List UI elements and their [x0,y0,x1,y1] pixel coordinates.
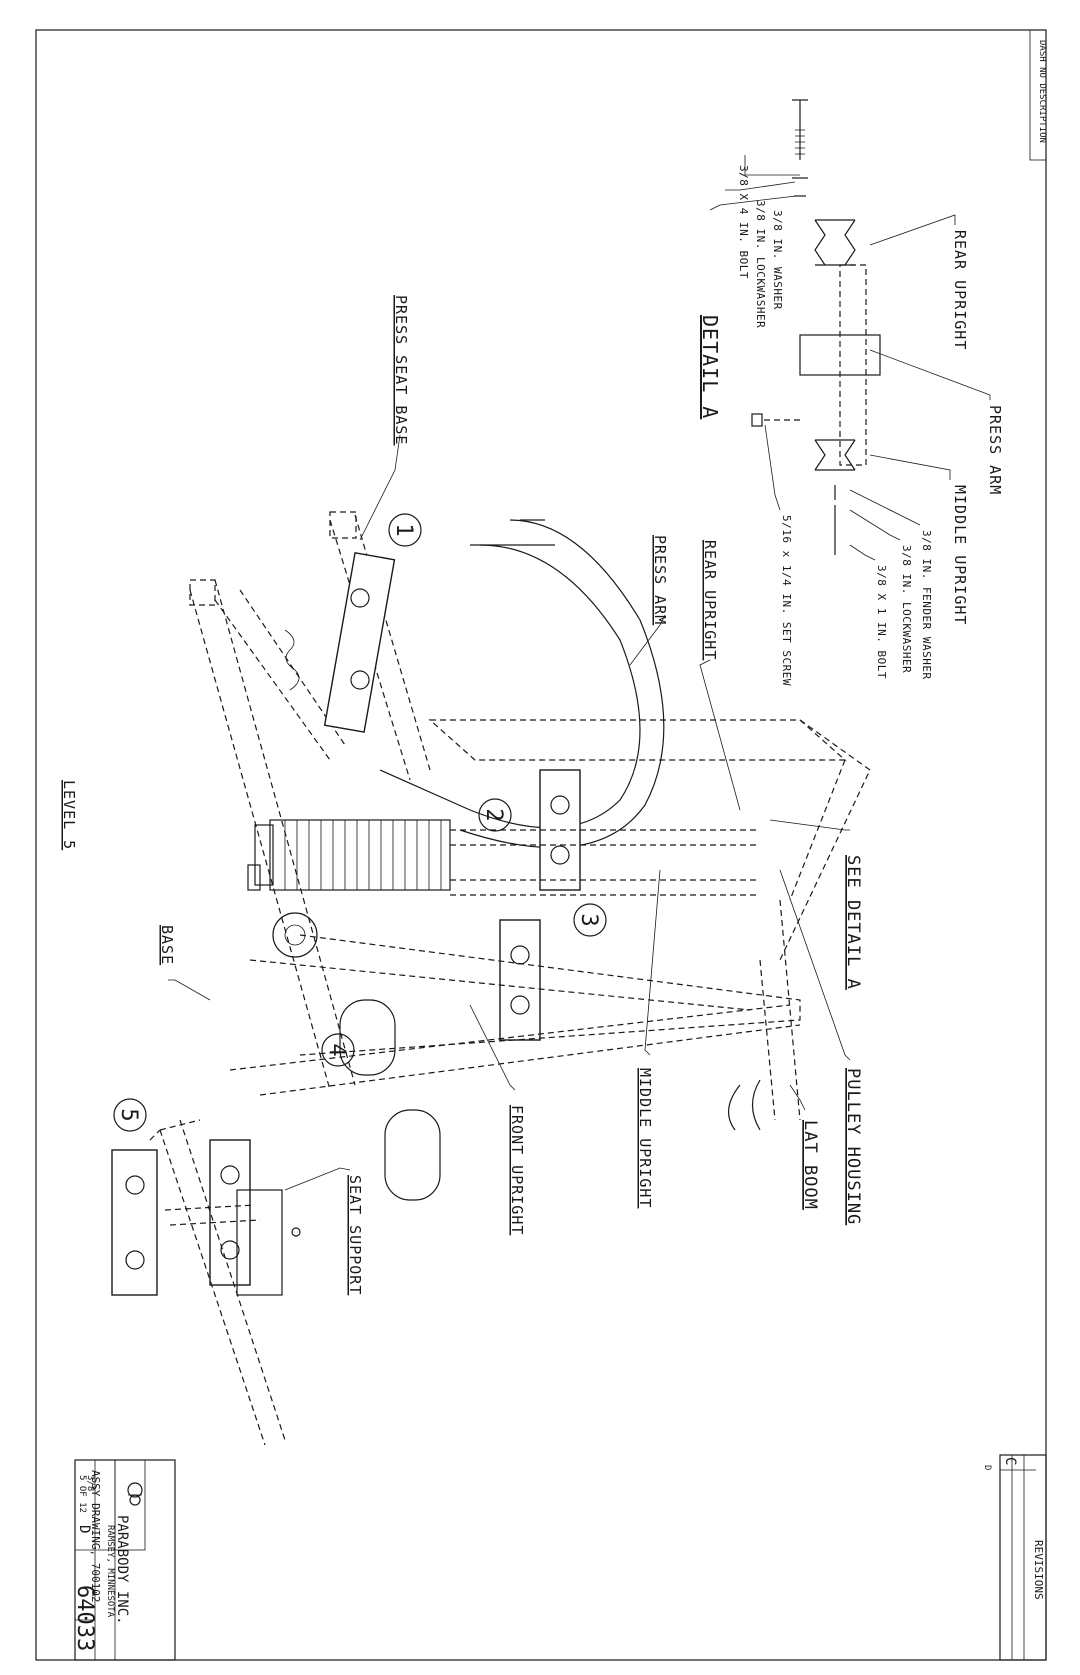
fender-washer-label: 3/8 IN. FENDER WASHER [920,530,933,680]
pad-4 [209,1139,251,1286]
set-screw-label: 5/16 x 1/4 IN. SET SCREW [780,515,793,686]
roller-pad-top [339,999,396,1076]
rear-upright-break [814,219,856,266]
revision-letter: C [1002,1457,1018,1465]
revision-note: D [982,1465,992,1470]
front-upright [299,934,801,1056]
base-lower [159,1119,286,1446]
guide-rods [450,829,760,896]
item-number-3: 3 [576,913,601,926]
item-circle-5 [113,1098,147,1132]
pulley-wheel [272,912,318,958]
weight-stack [247,819,451,891]
seat-support-label: SEAT SUPPORT [346,1175,364,1295]
revisions-block: REVISIONS C D [982,1454,1047,1661]
size-value: D [76,1525,92,1533]
item-circle-2 [478,798,512,832]
sheet-border [35,29,1047,1661]
middle-upright-label: MIDDLE UPRIGHT [636,1068,654,1208]
item-number-5: 5 [116,1108,141,1121]
bolt-4in-label: 3/8 X 4 IN. BOLT [737,165,750,279]
pad-5 [111,1149,158,1296]
detail-a: 3/8 X 4 IN. BOLT 3/8 IN. LOCKWASHER 3/8 … [698,99,1004,686]
washer-label: 3/8 IN. WASHER [771,210,784,310]
drawing-number: 64033 [72,1585,97,1651]
rear-upright-label: REAR UPRIGHT [701,540,719,660]
see-detail-a-label: SEE DETAIL A [843,855,863,990]
sheet-number: 5 OF 12 [77,1475,87,1513]
revisions-header: REVISIONS [1032,1540,1045,1600]
drawing-title: ASSY DRAWING, 700102 [89,1470,102,1602]
pad-3 [499,919,541,1041]
bolt-1in-label: 3/8 X 1 IN. BOLT [875,565,888,679]
main-assembly: 1 2 3 4 5 PRESS SEAT BASE PRESS ARM REAR… [60,295,871,1446]
level-label: LEVEL 5 [60,780,78,850]
front-upright-label: FRONT UPRIGHT [508,1105,526,1235]
item-circle-1 [388,513,422,547]
detail-press-arm-label: PRESS ARM [986,405,1004,495]
detail-rear-upright-label: REAR UPRIGHT [951,230,969,350]
roller-pad-bottom [384,1109,441,1201]
seat-support [236,1189,283,1296]
detail-a-title: DETAIL A [698,315,722,419]
company-name: PARABODY INC. [114,1515,130,1625]
press-arm-tube [839,264,867,466]
lockwasher-right-label: 3/8 IN. LOCKWASHER [900,545,913,673]
press-arm-block [799,334,881,376]
item-circle-4 [321,1033,355,1067]
pulley-housing-label: PULLEY HOUSING [843,1068,863,1225]
lat-boom-label: LAT BOOM [800,1120,820,1210]
spring-shape [284,629,300,691]
scale-value: 3/8 [85,1475,95,1491]
item-number-1: 1 [391,523,416,536]
press-arm [379,544,641,829]
item-circle-3 [573,903,607,937]
lat-boom [759,899,801,1121]
company-location: RAMSEY, MINNESOTA [105,1525,115,1618]
item-number-4: 4 [324,1043,349,1056]
press-arm-label: PRESS ARM [651,535,669,625]
base-label: BASE [158,925,176,965]
seat-pad-1 [323,552,396,733]
detail-middle-upright-label: MIDDLE UPRIGHT [951,485,969,625]
corner-label: DASH NO DESCRIPTION [1037,40,1047,143]
lockwasher-left-label: 3/8 IN. LOCKWASHER [754,200,767,328]
item-number-2: 2 [481,808,506,821]
press-seat-base-label: PRESS SEAT BASE [392,295,410,445]
dash-no-block [1029,29,1047,161]
parabody-logo [127,1482,143,1506]
middle-upright-break [814,439,856,471]
title-block: PARABODY INC. RAMSEY, MINNESOTA ASSY DRA… [72,1459,176,1661]
set-screw-shape [751,413,763,427]
